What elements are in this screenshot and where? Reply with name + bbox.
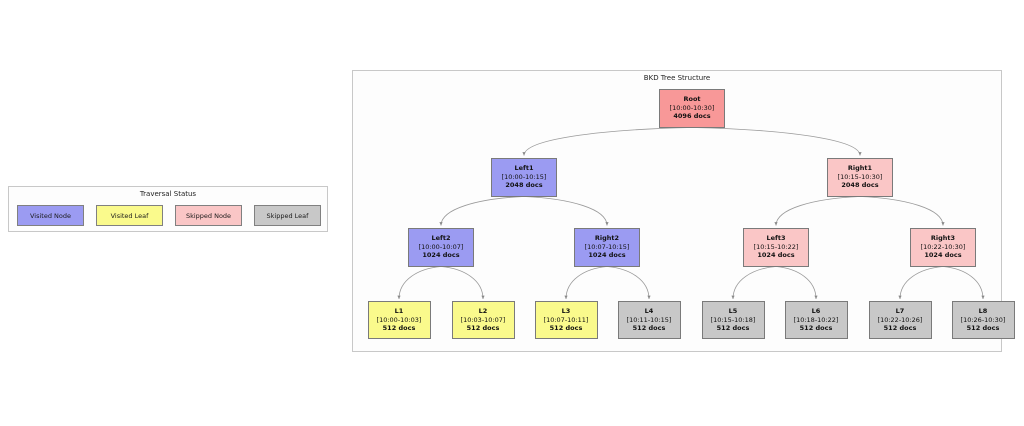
tree-node-l7[interactable]: L7[10:22-10:26]512 docs [868, 301, 932, 339]
legend-title: Traversal Status [139, 190, 197, 198]
tree-node-l1[interactable]: L1[10:00-10:03]512 docs [367, 301, 431, 339]
node-doc-count: 512 docs [382, 324, 416, 333]
node-doc-count: 512 docs [716, 324, 750, 333]
tree-node-left2[interactable]: Left2[10:00-10:07]1024 docs [408, 227, 474, 267]
node-range: [10:00-10:07] [418, 242, 464, 251]
legend-swatch-skipped-node: Skipped Node [175, 205, 242, 226]
node-doc-count: 4096 docs [673, 112, 711, 121]
tree-node-l4[interactable]: L4[10:11-10:15]512 docs [617, 301, 681, 339]
node-label: L2 [478, 307, 488, 316]
tree-edge-root-left1 [522, 127, 693, 156]
node-range: [10:15-10:22] [753, 242, 799, 251]
node-doc-count: 512 docs [632, 324, 666, 333]
tree-edge-left3-l5 [731, 266, 777, 300]
node-label: L8 [978, 307, 988, 316]
tree-node-l2[interactable]: L2[10:03-10:07]512 docs [451, 301, 515, 339]
tree-panel-title: BKD Tree Structure [643, 74, 711, 82]
tree-edge-left2-l1 [397, 266, 442, 300]
node-label: Left3 [766, 234, 786, 243]
tree-node-l6[interactable]: L6[10:18-10:22]512 docs [784, 301, 848, 339]
node-range: [10:15-10:18] [710, 315, 756, 324]
node-label: Left1 [514, 164, 534, 173]
node-range: [10:11-10:15] [626, 315, 672, 324]
tree-edge-right3-l8 [942, 266, 985, 300]
bkd-tree-panel: BKD Tree Structure Root[10:00-10:30]4096… [352, 70, 1015, 352]
legend-swatch-label: Visited Leaf [110, 211, 149, 220]
node-doc-count: 1024 docs [757, 251, 795, 260]
legend-items: Visited Node Visited Leaf Skipped Node Skip… [17, 205, 321, 226]
node-label: L5 [728, 307, 738, 316]
node-label: Left2 [431, 234, 451, 243]
node-range: [10:00-10:03] [376, 315, 422, 324]
node-doc-count: 2048 docs [841, 181, 879, 190]
tree-edge-left2-l2 [440, 266, 485, 300]
node-label: Root [683, 95, 701, 104]
node-range: [10:07-10:11] [543, 315, 589, 324]
legend-swatch-label: Skipped Node [185, 211, 232, 220]
node-range: [10:26-10:30] [960, 315, 1006, 324]
node-doc-count: 512 docs [799, 324, 833, 333]
node-range: [10:22-10:30] [920, 242, 966, 251]
tree-edge-left1-left2 [439, 196, 525, 226]
node-doc-count: 1024 docs [588, 251, 626, 260]
node-label: L7 [895, 307, 905, 316]
tree-node-l8[interactable]: L8[10:26-10:30]512 docs [951, 301, 1015, 339]
node-doc-count: 2048 docs [505, 181, 543, 190]
tree-node-l3[interactable]: L3[10:07-10:11]512 docs [534, 301, 598, 339]
node-range: [10:18-10:22] [793, 315, 839, 324]
node-range: [10:07-10:15] [584, 242, 630, 251]
node-doc-count: 512 docs [466, 324, 500, 333]
node-range: [10:00-10:15] [501, 172, 547, 181]
legend-swatch-label: Visited Node [29, 211, 71, 220]
node-label: L6 [811, 307, 821, 316]
tree-edge-right3-l7 [898, 266, 944, 300]
tree-node-right2[interactable]: Right2[10:07-10:15]1024 docs [574, 227, 640, 267]
legend-swatch-skipped-leaf: Skipped Leaf [254, 205, 321, 226]
node-label: Right3 [930, 234, 956, 243]
node-label: Right1 [847, 164, 873, 173]
node-range: [10:00-10:30] [669, 103, 715, 112]
tree-edge-right2-l3 [564, 266, 608, 300]
legend-swatch-visited-node: Visited Node [17, 205, 84, 226]
node-doc-count: 512 docs [549, 324, 583, 333]
traversal-status-legend: Traversal Status Visited Node Visited Lea… [8, 186, 328, 232]
node-doc-count: 512 docs [883, 324, 917, 333]
node-doc-count: 1024 docs [422, 251, 460, 260]
legend-swatch-visited-leaf: Visited Leaf [96, 205, 163, 226]
node-range: [10:03-10:07] [460, 315, 506, 324]
tree-node-left3[interactable]: Left3[10:15-10:22]1024 docs [743, 227, 809, 267]
node-label: L3 [561, 307, 571, 316]
legend-swatch-label: Skipped Leaf [266, 211, 309, 220]
tree-edge-left3-l6 [775, 266, 818, 300]
tree-node-right1[interactable]: Right1[10:15-10:30]2048 docs [827, 157, 893, 197]
tree-edge-left1-right2 [523, 196, 609, 226]
node-range: [10:22-10:26] [877, 315, 923, 324]
tree-edge-right1-right3 [859, 196, 945, 226]
node-label: L1 [394, 307, 404, 316]
tree-edges [397, 127, 985, 300]
tree-edge-root-right1 [691, 127, 862, 156]
node-doc-count: 512 docs [966, 324, 1000, 333]
node-label: L4 [644, 307, 654, 316]
tree-node-left1[interactable]: Left1[10:00-10:15]2048 docs [491, 157, 557, 197]
node-label: Right2 [594, 234, 620, 243]
tree-node-right3[interactable]: Right3[10:22-10:30]1024 docs [910, 227, 976, 267]
tree-edge-right1-left3 [774, 196, 861, 226]
tree-edge-right2-l4 [606, 266, 651, 300]
node-range: [10:15-10:30] [837, 172, 883, 181]
tree-node-l5[interactable]: L5[10:15-10:18]512 docs [701, 301, 765, 339]
node-doc-count: 1024 docs [924, 251, 962, 260]
tree-node-root[interactable]: Root[10:00-10:30]4096 docs [659, 88, 725, 128]
